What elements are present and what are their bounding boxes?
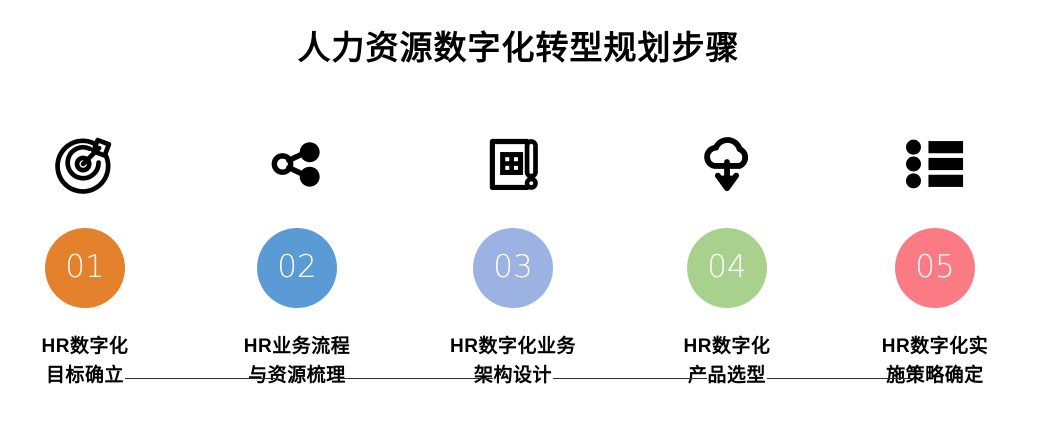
caption-line-1: HR数字化业务 — [450, 336, 576, 357]
cloud-download-icon — [627, 128, 827, 200]
step-circle-1[interactable]: 01 — [45, 228, 125, 308]
step-circle-5[interactable]: 05 — [895, 228, 975, 308]
caption-line-2: 目标确立 — [45, 365, 124, 386]
target-dart-icon — [0, 128, 185, 200]
step-1[interactable]: 01 HR数字化 目标确立 — [0, 110, 185, 420]
connector-line-2-3 — [337, 378, 493, 379]
blueprint-icon — [413, 128, 613, 200]
step-caption-4: HR数字化 产品选型 — [627, 332, 827, 390]
step-3[interactable]: 03 HR数字化业务 架构设计 — [413, 110, 613, 420]
step-caption-1: HR数字化 目标确立 — [0, 332, 185, 390]
caption-line-1: HR数字化 — [41, 336, 129, 357]
step-number-5: 05 — [915, 248, 955, 285]
caption-line-1: HR数字化实 — [881, 336, 989, 357]
step-circle-4[interactable]: 04 — [687, 228, 767, 308]
share-network-icon — [197, 128, 397, 200]
caption-line-2: 产品选型 — [687, 365, 766, 386]
connector-line-1-2 — [125, 378, 277, 379]
step-caption-5: HR数字化实 施策略确定 — [835, 332, 1035, 390]
steps-row: 01 HR数字化 目标确立 02 HR业务流程 — [0, 110, 1037, 420]
step-number-1: 01 — [65, 248, 105, 285]
step-number-3: 03 — [493, 248, 533, 285]
caption-line-1: HR业务流程 — [243, 336, 351, 357]
step-caption-2: HR业务流程 与资源梳理 — [197, 332, 397, 390]
caption-line-2: 施策略确定 — [886, 365, 984, 386]
caption-line-2: 架构设计 — [473, 365, 552, 386]
step-number-2: 02 — [277, 248, 317, 285]
step-caption-3: HR数字化业务 架构设计 — [413, 332, 613, 390]
step-circle-3[interactable]: 03 — [473, 228, 553, 308]
step-circle-2[interactable]: 02 — [257, 228, 337, 308]
connector-line-3-4 — [553, 378, 707, 379]
bullet-list-icon — [835, 128, 1035, 200]
connector-line-4-5 — [767, 378, 915, 379]
step-4[interactable]: 04 HR数字化 产品选型 — [627, 110, 827, 420]
page-title: 人力资源数字化转型规划步骤 — [297, 29, 740, 66]
step-2[interactable]: 02 HR业务流程 与资源梳理 — [197, 110, 397, 420]
caption-line-1: HR数字化 — [683, 336, 771, 357]
caption-line-2: 与资源梳理 — [248, 365, 346, 386]
step-5[interactable]: 05 HR数字化实 施策略确定 — [835, 110, 1035, 420]
step-number-4: 04 — [707, 248, 747, 285]
